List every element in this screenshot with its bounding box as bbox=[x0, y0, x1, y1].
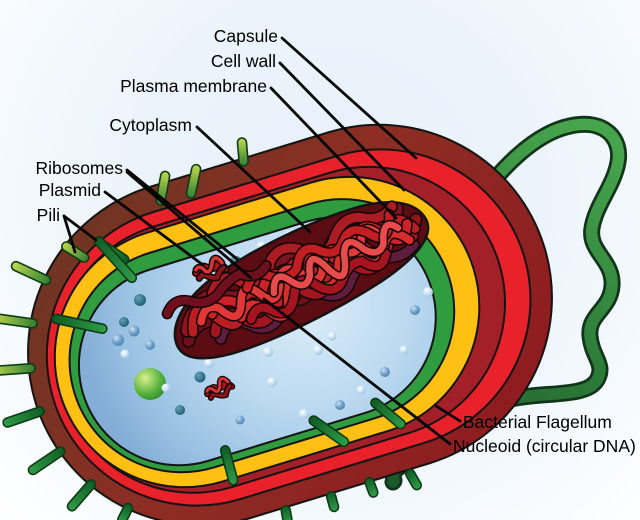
ribosome-dot bbox=[119, 317, 129, 327]
dna-strand bbox=[197, 225, 387, 326]
pilus-rod bbox=[66, 479, 97, 512]
ribosome-dot bbox=[335, 400, 345, 410]
ribosome-dot bbox=[410, 305, 420, 315]
leader-plasmid bbox=[103, 190, 205, 267]
label-cell-wall: Cell wall bbox=[211, 51, 276, 71]
ribosome-dot bbox=[120, 349, 130, 359]
pilus-rod bbox=[51, 313, 108, 335]
leader-lines bbox=[62, 36, 462, 446]
pilus-rod bbox=[93, 236, 138, 284]
dna-strand bbox=[270, 221, 402, 297]
label-capsule: Capsule bbox=[214, 26, 278, 46]
pilus bbox=[66, 479, 97, 512]
label-nucleoid: Nucleoid (circular DNA) bbox=[453, 436, 636, 456]
label-cytoplasm: Cytoplasm bbox=[109, 115, 192, 135]
label-plasmid: Plasmid bbox=[39, 180, 101, 200]
pilus-rod bbox=[370, 397, 407, 430]
leader-plasma-membrane bbox=[269, 86, 398, 220]
leader-cytoplasm bbox=[195, 125, 312, 234]
pilus-rod bbox=[280, 505, 293, 520]
ribosome-dot bbox=[399, 345, 409, 355]
ribosome-dot bbox=[327, 331, 337, 341]
ribosome-dot bbox=[145, 340, 155, 350]
ribosome-dot bbox=[356, 385, 366, 395]
pilus-rod bbox=[325, 491, 340, 513]
pilus bbox=[364, 476, 379, 498]
ribosome-dot bbox=[112, 334, 124, 346]
pilus-rod bbox=[308, 415, 350, 448]
leader-cell-wall bbox=[278, 61, 406, 192]
pilus-rod bbox=[0, 313, 38, 329]
pili-group bbox=[0, 137, 423, 520]
ribosome-dot bbox=[161, 383, 171, 393]
pilus bbox=[280, 505, 293, 520]
ribosome-dot bbox=[134, 294, 146, 306]
pilus bbox=[404, 468, 423, 491]
dna-strand bbox=[209, 384, 232, 400]
leader-capsule bbox=[280, 36, 418, 160]
pilus bbox=[0, 363, 36, 377]
leader-nucleoid bbox=[262, 297, 452, 446]
pilus-rod bbox=[2, 406, 46, 428]
leader-pili-1 bbox=[62, 214, 98, 242]
leader-ribosomes-2 bbox=[125, 170, 253, 280]
dna-strand bbox=[243, 210, 394, 293]
nucleoid-tangle bbox=[161, 200, 430, 360]
pilus bbox=[51, 313, 108, 335]
storage-granule bbox=[134, 368, 166, 400]
pilus-rod bbox=[185, 163, 202, 199]
dna-strand bbox=[205, 377, 230, 393]
dna-strand bbox=[197, 265, 226, 281]
label-plasma-membrane: Plasma membrane bbox=[120, 76, 267, 96]
pilus-rod bbox=[10, 260, 52, 286]
pilus bbox=[0, 313, 38, 329]
pilus bbox=[219, 445, 239, 486]
pilus bbox=[27, 446, 66, 476]
pilus bbox=[93, 236, 138, 284]
pilus-rod bbox=[236, 137, 249, 167]
ribosome-dot bbox=[235, 415, 245, 425]
pilus-rod bbox=[0, 363, 36, 377]
pilus bbox=[325, 491, 340, 513]
leader-ribosomes-1 bbox=[125, 168, 239, 261]
pilus bbox=[10, 260, 52, 286]
pilus bbox=[185, 163, 202, 199]
pilus-rod bbox=[27, 446, 66, 476]
pilus-rod bbox=[364, 476, 379, 498]
label-ribosomes: Ribosomes bbox=[35, 158, 123, 178]
pilus bbox=[308, 415, 350, 448]
pilus bbox=[236, 137, 249, 167]
plasmid-tangle bbox=[204, 375, 236, 401]
leader-flagellum bbox=[434, 404, 462, 423]
ribosome-dot bbox=[313, 345, 323, 355]
plasmid-tangle bbox=[191, 254, 230, 282]
ribosome-dot bbox=[267, 377, 277, 387]
labels: Capsule Cell wall Plasma membrane Cytopl… bbox=[35, 26, 635, 456]
ribosome-dot bbox=[299, 409, 309, 419]
dna-strand bbox=[194, 256, 224, 274]
ribosome-dot bbox=[194, 371, 206, 383]
pilus-rod bbox=[117, 502, 134, 520]
label-flagellum: Bacterial Flagellum bbox=[463, 412, 612, 432]
ribosome-dot bbox=[128, 325, 140, 337]
ribosome-dot bbox=[263, 347, 273, 357]
leader-pili-2 bbox=[62, 214, 77, 254]
ribosome-dot bbox=[423, 287, 433, 297]
dna-strand bbox=[247, 249, 391, 324]
pilus-rod bbox=[404, 468, 423, 491]
pilus bbox=[117, 502, 134, 520]
pilus-rod bbox=[219, 445, 239, 486]
label-pili: Pili bbox=[37, 205, 60, 225]
pilus bbox=[2, 406, 46, 428]
ribosome-dot bbox=[175, 405, 185, 415]
pilus bbox=[370, 397, 407, 430]
ribosome-dot bbox=[204, 358, 214, 368]
ribosome-dot bbox=[380, 367, 390, 377]
